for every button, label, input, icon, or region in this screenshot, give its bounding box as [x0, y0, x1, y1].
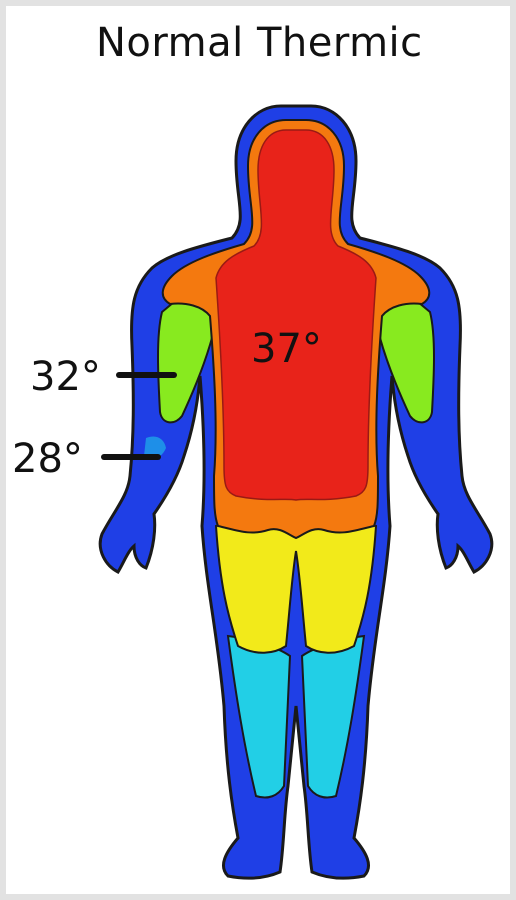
- forearm-temperature-label: 28°: [12, 436, 83, 482]
- diagram-frame: Normal Thermic: [6, 6, 510, 894]
- core-temperature-label: 37°: [251, 326, 322, 372]
- body-thermal-figure: 37° 32° 28°: [6, 6, 510, 894]
- upper-arm-temperature-label: 32°: [30, 354, 101, 400]
